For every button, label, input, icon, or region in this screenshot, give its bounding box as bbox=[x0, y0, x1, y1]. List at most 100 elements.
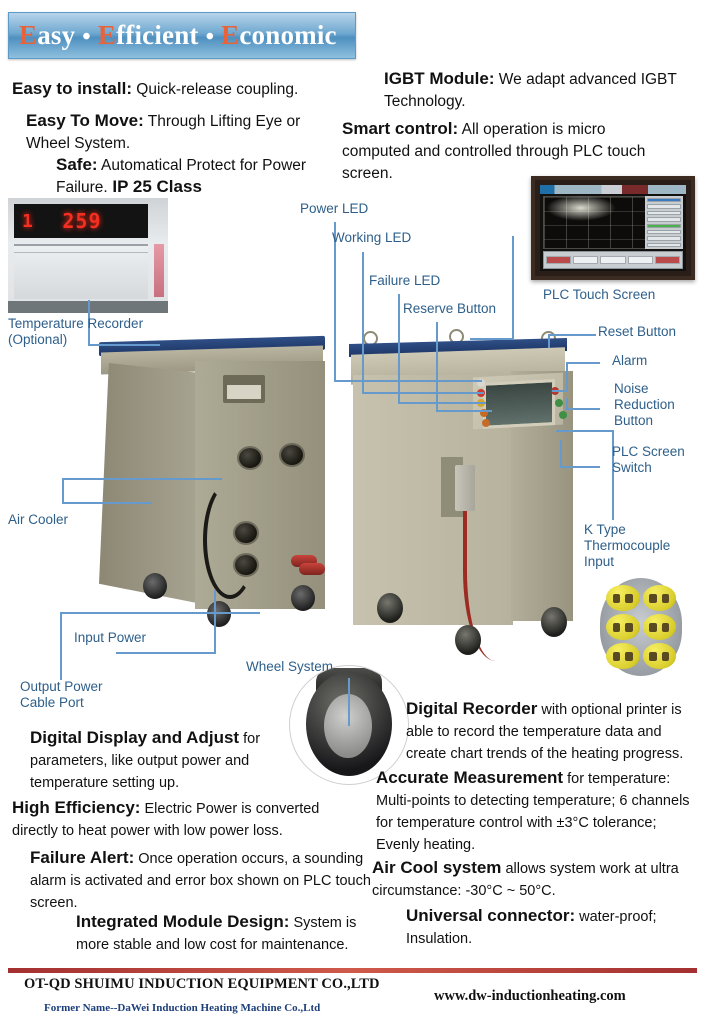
leader-line-plc-screen-switch bbox=[560, 466, 600, 468]
plc-screen-switch[interactable] bbox=[559, 411, 567, 419]
leader-line-wheel-system bbox=[348, 678, 350, 726]
machine-output-port-1 bbox=[239, 448, 261, 468]
feature-high-efficiency: High Efficiency: Electric Power is conve… bbox=[12, 797, 357, 841]
leader-line-air-cooler bbox=[62, 478, 222, 480]
plc-screen-side-buttons bbox=[645, 196, 683, 249]
banner-cap-1: E bbox=[19, 20, 38, 50]
feature-lead: Easy To Move: bbox=[26, 111, 144, 130]
banner-rest-2: fficient bbox=[116, 20, 199, 50]
feature-universal-connector: Universal connector: water-proof; Insula… bbox=[406, 905, 702, 949]
footer-rule bbox=[8, 968, 697, 973]
feature-body: Once operation occurs, a sounding alarm … bbox=[30, 851, 371, 911]
feature-failure-alert: Failure Alert: Once operation occurs, a … bbox=[30, 847, 375, 913]
recorder-display: 1 259 bbox=[14, 204, 148, 238]
feature-lead: Digital Recorder bbox=[406, 699, 538, 718]
feature-digital-display-and-adjust: Digital Display and Adjust for parameter… bbox=[30, 727, 330, 793]
feature-body: System is more stable and low cost for m… bbox=[76, 915, 357, 953]
feature-body: for temperature: Multi-points to detecti… bbox=[376, 771, 690, 853]
recorder-paper-panel bbox=[14, 244, 148, 299]
reset-button[interactable] bbox=[555, 399, 563, 407]
plc-touch-screen-photo bbox=[531, 176, 695, 280]
leader-line-noise-reduction bbox=[566, 408, 600, 410]
feature-body: Electric Power is converted directly to … bbox=[12, 801, 320, 839]
leader-line-input-power bbox=[116, 652, 216, 654]
machine-wheel-front-right bbox=[541, 607, 567, 637]
leader-line-thermocouple-input bbox=[556, 430, 614, 432]
leader-line-power-led bbox=[334, 222, 336, 382]
feature-smart-control: Smart control: All operation is micro co… bbox=[342, 118, 662, 184]
machine-air-cooler-vent bbox=[223, 375, 265, 403]
callout-wheel-system: Wheel System bbox=[246, 659, 334, 674]
machine-wheel-front-center bbox=[455, 625, 481, 655]
reserve-button[interactable] bbox=[480, 409, 488, 417]
feature-integrated-module-design: Integrated Module Design: System is more… bbox=[76, 911, 376, 955]
leader-line-reset-button bbox=[548, 334, 596, 336]
feature-lead: Smart control: bbox=[342, 119, 459, 138]
thermocouple-socket bbox=[606, 643, 640, 669]
callout-plc-screen-switch: PLC Screen Switch bbox=[612, 444, 685, 475]
feature-lead: Failure Alert: bbox=[30, 848, 135, 867]
power-led-indicator bbox=[477, 379, 485, 387]
noise-reduction-button[interactable] bbox=[482, 419, 490, 427]
leader-line-working-led bbox=[362, 392, 484, 394]
machine-wheel-rear-left bbox=[143, 573, 167, 599]
leader-line-power-led bbox=[334, 380, 482, 382]
machine-plc-screen[interactable] bbox=[483, 379, 555, 429]
plc-screen-surface bbox=[540, 185, 686, 271]
k-type-thermocouple-input-photo bbox=[600, 578, 682, 676]
leader-line-temperature-recorder bbox=[88, 344, 160, 346]
feature-body: water-proof; Insulation. bbox=[406, 909, 657, 947]
feature-body: for parameters, like output power and te… bbox=[30, 731, 261, 791]
machine-input-power-cable bbox=[203, 481, 257, 599]
leader-line-thermocouple-input bbox=[612, 430, 614, 520]
recorder-side-strip bbox=[154, 244, 164, 297]
machine-wheel-rear-front bbox=[207, 601, 231, 627]
callout-output-power-cable-port: Output Power Cable Port bbox=[20, 679, 103, 710]
thermocouple-socket bbox=[642, 585, 676, 611]
leader-line-reserve-button bbox=[436, 322, 438, 412]
leader-line-temperature-recorder bbox=[88, 300, 90, 346]
callout-power-led: Power LED bbox=[300, 201, 369, 216]
leader-line-failure-led bbox=[398, 294, 400, 404]
banner-title: Easy • Efficient • Economic bbox=[19, 20, 337, 51]
footer-company-name: OT-QD SHUIMU INDUCTION EQUIPMENT CO.,LTD bbox=[24, 976, 380, 992]
recorder-channel-value: 1 bbox=[22, 210, 34, 232]
feature-body: with optional printer is able to record … bbox=[406, 702, 684, 762]
temperature-recorder-photo: 1 259 bbox=[8, 198, 168, 313]
feature-easy-to-move: Easy To Move: Through Lifting Eye or Whe… bbox=[26, 110, 346, 154]
leader-line-alarm bbox=[566, 362, 568, 390]
feature-ip-class: IP 25 Class bbox=[112, 177, 202, 196]
feature-safe: Safe: Automatical Protect for Power Fail… bbox=[56, 154, 356, 198]
feature-body: Automatical Protect for Power Failure. bbox=[56, 157, 307, 196]
leader-line-air-cooler bbox=[62, 478, 64, 504]
thermocouple-socket bbox=[606, 585, 640, 611]
machine-wheel-rear-right bbox=[291, 585, 315, 611]
feature-body: We adapt advanced IGBT Technology. bbox=[384, 71, 677, 110]
thermocouple-socket bbox=[642, 614, 676, 640]
recorder-temperature-value: 259 bbox=[62, 209, 102, 233]
callout-noise-reduction-button: Noise Reduction Button bbox=[614, 381, 675, 428]
callout-temperature-recorder: Temperature Recorder (Optional) bbox=[8, 316, 144, 347]
feature-lead: Universal connector: bbox=[406, 906, 576, 925]
banner-rest-3: conomic bbox=[239, 20, 337, 50]
banner-rest-1: asy bbox=[37, 20, 76, 50]
machine-output-port-2 bbox=[281, 445, 303, 465]
callout-k-type-thermocouple-input: K Type Thermocouple Input bbox=[584, 522, 671, 569]
footer-website[interactable]: www.dw-inductionheating.com bbox=[434, 988, 626, 1004]
feature-accurate-measurement: Accurate Measurement for temperature: Mu… bbox=[376, 767, 696, 855]
leader-line-plc-touch-screen bbox=[512, 236, 514, 340]
feature-digital-recorder: Digital Recorder with optional printer i… bbox=[406, 698, 702, 764]
leader-line-reset-button bbox=[548, 334, 550, 348]
feature-igbt-module: IGBT Module: We adapt advanced IGBT Tech… bbox=[384, 68, 694, 112]
leader-line-input-power bbox=[214, 590, 216, 654]
leader-line-output-power bbox=[60, 612, 260, 614]
feature-lead: Digital Display and Adjust bbox=[30, 728, 240, 747]
leader-line-air-cooler bbox=[62, 502, 152, 504]
feature-easy-to-install: Easy to install: Quick-release coupling. bbox=[12, 78, 342, 100]
machine-output-red-cable bbox=[463, 511, 517, 661]
induction-heater-front-photo bbox=[345, 325, 595, 685]
callout-input-power: Input Power bbox=[74, 630, 147, 645]
plc-screen-glare bbox=[546, 195, 616, 221]
leader-line-working-led bbox=[362, 252, 364, 394]
callout-reserve-button: Reserve Button bbox=[403, 301, 497, 316]
